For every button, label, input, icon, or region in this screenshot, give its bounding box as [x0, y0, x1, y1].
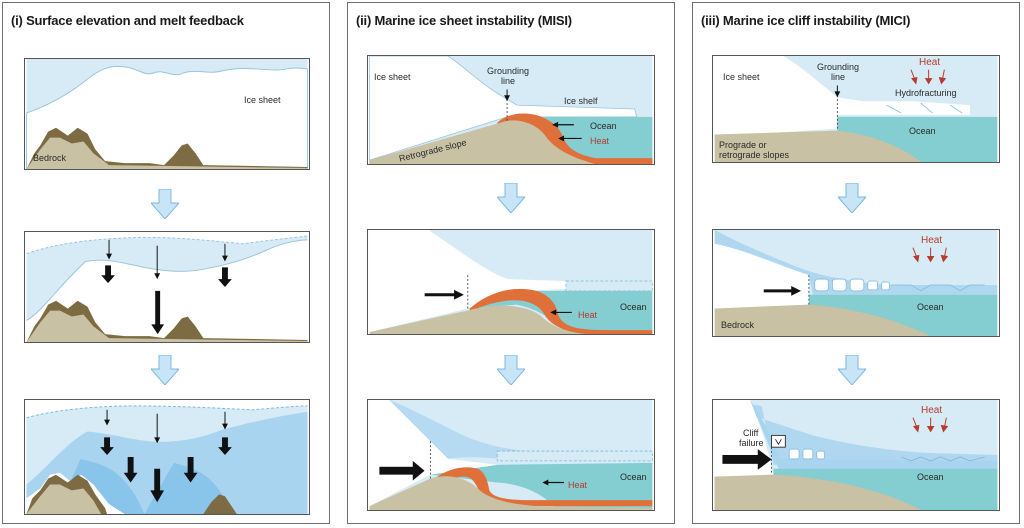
ice-blocks — [814, 278, 890, 292]
column-surface-elevation: (i) Surface elevation and melt feedback … — [2, 2, 330, 524]
panel-misi-3-drawing — [369, 400, 653, 510]
heat-arrow-icon — [912, 247, 949, 263]
label-slopes-1: Prograde or — [719, 140, 767, 150]
label-ocean: Ocean — [620, 472, 647, 482]
ice-sheet-lowered — [26, 239, 308, 342]
panel-mici-1-drawing — [714, 56, 998, 162]
label-hydrofracturing: Hydrofracturing — [895, 88, 957, 98]
down-arrow-icon — [495, 354, 527, 386]
panel-surface-2 — [24, 231, 310, 343]
label-grounding-line-1: Grounding — [486, 66, 530, 76]
label-grounding-line-2: line — [830, 72, 846, 82]
down-arrow-icon — [149, 188, 181, 220]
panel-surface-3 — [24, 399, 310, 515]
column-title: (i) Surface elevation and melt feedback — [11, 13, 244, 28]
column-title: (ii) Marine ice sheet instability (MISI) — [356, 13, 572, 28]
label-ice-sheet: Ice sheet — [374, 72, 411, 82]
down-arrow-icon — [836, 182, 868, 214]
label-heat: Heat — [921, 235, 943, 246]
panel-surface-2-drawing — [26, 232, 308, 342]
down-arrow-icon — [836, 354, 868, 386]
label-ocean: Ocean — [590, 121, 617, 131]
panel-mici-1: Ice sheet Grounding line Heat Hydrofract… — [712, 55, 1000, 163]
column-title: (iii) Marine ice cliff instability (MICI… — [701, 13, 911, 28]
label-bedrock: Bedrock — [721, 320, 755, 330]
panel-misi-2-drawing — [369, 230, 653, 334]
heat-arrow-icon — [542, 479, 565, 486]
ice-blocks — [788, 448, 825, 460]
flow-arrow-icon — [379, 460, 425, 481]
label-ice-sheet: Ice sheet — [244, 95, 281, 105]
panel-mici-3: Heat Cliff failure Ocean — [712, 399, 1000, 511]
heat-arrow-icon — [912, 417, 949, 433]
flow-arrow-icon — [424, 289, 464, 300]
label-grounding-line-2: line — [500, 76, 516, 86]
label-cliff-failure-1: Cliff — [743, 428, 759, 438]
label-ocean: Ocean — [620, 302, 647, 312]
heat-arrow-icon — [550, 309, 572, 316]
column-misi: (ii) Marine ice sheet instability (MISI)… — [347, 2, 675, 524]
panel-surface-1-drawing — [26, 59, 308, 169]
label-heat: Heat — [578, 310, 598, 320]
label-heat: Heat — [590, 136, 610, 146]
label-bedrock: Bedrock — [33, 153, 67, 163]
panel-mici-2: Heat Ocean Bedrock — [712, 229, 1000, 337]
flow-arrow-icon — [763, 285, 802, 296]
panel-mici-3-drawing — [714, 400, 998, 510]
flow-arrow-icon — [722, 449, 772, 470]
label-cliff-failure-2: failure — [739, 438, 764, 448]
label-ice-sheet: Ice sheet — [723, 72, 760, 82]
panel-misi-2: Ocean Heat — [367, 229, 655, 335]
warm-water — [497, 113, 653, 164]
label-slopes-2: retrograde slopes — [719, 150, 790, 160]
label-ice-shelf: Ice shelf — [564, 96, 598, 106]
panel-mici-2-drawing — [714, 230, 998, 336]
column-mici: (iii) Marine ice cliff instability (MICI… — [692, 2, 1020, 524]
panel-misi-1-drawing — [369, 56, 653, 164]
label-heat: Heat — [568, 480, 588, 490]
panel-misi-1: Ice sheet Grounding line Ice shelf Ocean… — [367, 55, 655, 165]
thinning-arrows — [101, 239, 232, 335]
ice-sheet-shape — [26, 65, 308, 169]
panel-surface-3-drawing — [26, 400, 308, 514]
label-heat: Heat — [921, 405, 943, 416]
thinning-arrows — [100, 409, 232, 503]
label-heat: Heat — [919, 57, 941, 68]
label-ocean: Ocean — [909, 126, 936, 136]
down-arrow-icon — [495, 182, 527, 214]
panel-misi-3: Ocean Heat — [367, 399, 655, 511]
panel-surface-1: Ice sheet Bedrock — [24, 58, 310, 170]
label-ocean: Ocean — [917, 472, 944, 482]
label-grounding-line-1: Grounding — [816, 62, 860, 72]
label-ocean: Ocean — [917, 302, 944, 312]
down-arrow-icon — [149, 354, 181, 386]
heat-arrow-icon — [552, 121, 582, 142]
heat-arrow-icon — [910, 69, 947, 85]
